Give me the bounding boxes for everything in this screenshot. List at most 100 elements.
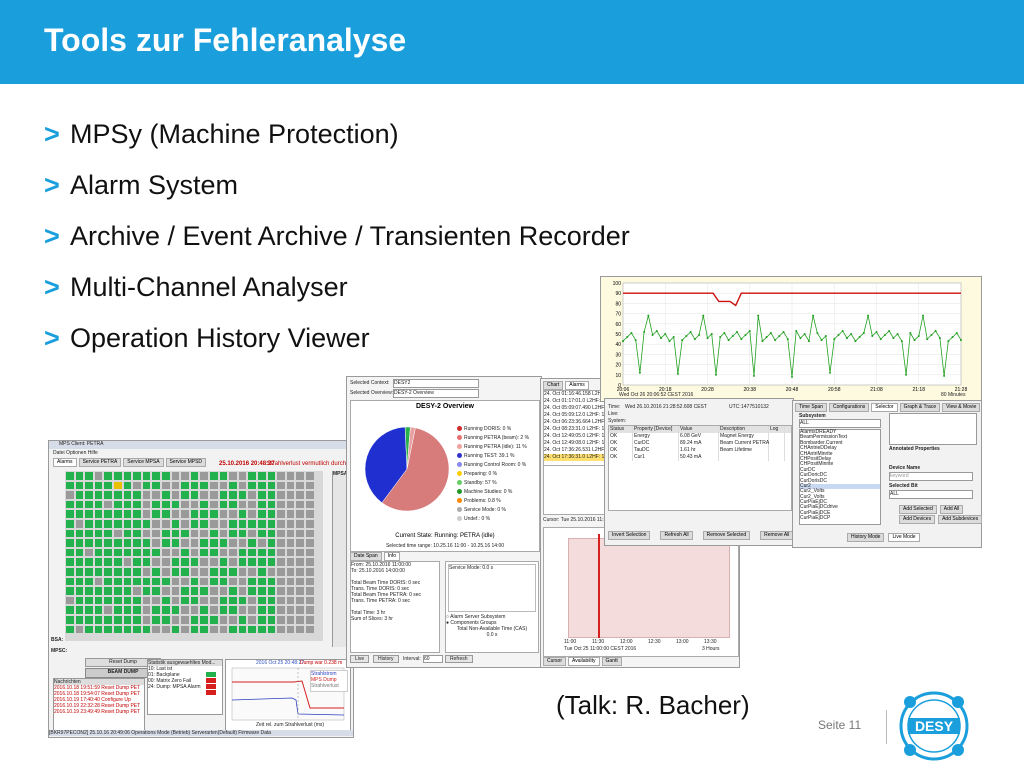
mps-cell[interactable] bbox=[248, 577, 256, 586]
mps-cell[interactable] bbox=[133, 568, 141, 576]
mps-cell[interactable] bbox=[248, 510, 256, 518]
mps-cell[interactable] bbox=[66, 491, 74, 499]
mps-cell[interactable] bbox=[277, 500, 285, 509]
mps-cell[interactable] bbox=[162, 539, 170, 547]
mps-cell[interactable] bbox=[66, 481, 74, 490]
mps-cell[interactable] bbox=[94, 568, 103, 576]
mps-cell[interactable] bbox=[190, 568, 199, 576]
mps-cell[interactable] bbox=[296, 596, 304, 605]
property-list-item[interactable]: CurDoricDC bbox=[800, 472, 827, 479]
mps-cell[interactable] bbox=[248, 606, 256, 614]
mps-cell[interactable] bbox=[75, 587, 84, 595]
mps-cell[interactable] bbox=[258, 472, 266, 480]
mps-cell[interactable] bbox=[75, 500, 84, 509]
mps-cell[interactable] bbox=[152, 500, 160, 509]
mps-cell[interactable] bbox=[85, 596, 93, 605]
mps-cell[interactable] bbox=[306, 616, 314, 624]
mps-cell[interactable] bbox=[229, 548, 237, 557]
mps-cell[interactable] bbox=[200, 577, 208, 586]
mps-cell[interactable] bbox=[114, 625, 122, 634]
mps-cell[interactable] bbox=[286, 539, 295, 547]
mps-cell[interactable] bbox=[133, 472, 141, 480]
mps-cell[interactable] bbox=[219, 558, 228, 566]
mps-cell[interactable] bbox=[171, 481, 180, 490]
mps-cell[interactable] bbox=[75, 529, 84, 538]
mps-cell[interactable] bbox=[162, 587, 170, 595]
mps-cell[interactable] bbox=[210, 625, 218, 634]
mps-cell[interactable] bbox=[162, 596, 170, 605]
mps-cell[interactable] bbox=[229, 577, 237, 586]
mps-cell[interactable] bbox=[210, 520, 218, 528]
mps-cell[interactable] bbox=[133, 606, 141, 614]
mps-cell[interactable] bbox=[104, 568, 112, 576]
mps-cell[interactable] bbox=[258, 606, 266, 614]
mps-cell[interactable] bbox=[238, 548, 247, 557]
mps-cell[interactable] bbox=[296, 558, 304, 566]
mps-cell[interactable] bbox=[133, 491, 141, 499]
mps-cell[interactable] bbox=[210, 510, 218, 518]
mps-cell[interactable] bbox=[181, 481, 189, 490]
mps-cell[interactable] bbox=[219, 548, 228, 557]
mps-cell[interactable] bbox=[123, 568, 132, 576]
mps-cell[interactable] bbox=[267, 548, 276, 557]
mps-cell[interactable] bbox=[219, 520, 228, 528]
mps-cell[interactable] bbox=[238, 558, 247, 566]
mps-cell[interactable] bbox=[171, 625, 180, 634]
mps-cell[interactable] bbox=[238, 472, 247, 480]
mps-cell[interactable] bbox=[306, 587, 314, 595]
mps-cell[interactable] bbox=[162, 616, 170, 624]
property-list-item[interactable]: CurPiaEjDCE bbox=[800, 509, 831, 516]
mps-cell[interactable] bbox=[190, 539, 199, 547]
mps-cell[interactable] bbox=[152, 548, 160, 557]
mps-cell[interactable] bbox=[258, 539, 266, 547]
mps-cell[interactable] bbox=[306, 568, 314, 576]
history-mode-button[interactable]: History Mode bbox=[847, 533, 885, 542]
mps-cell[interactable] bbox=[142, 520, 151, 528]
mps-cell[interactable] bbox=[75, 625, 84, 634]
mps-cell[interactable] bbox=[277, 520, 285, 528]
mps-cell[interactable] bbox=[181, 577, 189, 586]
mps-cell[interactable] bbox=[286, 510, 295, 518]
mps-cell[interactable] bbox=[133, 616, 141, 624]
alarm-row[interactable]: 24. Oct 01:16:46.158 L2HF: bbox=[544, 391, 606, 397]
device-input[interactable]: keyword bbox=[889, 472, 973, 481]
mps-cell[interactable] bbox=[94, 577, 103, 586]
mps-cell[interactable] bbox=[306, 500, 314, 509]
add-subdevices-button[interactable]: Add Subdevices bbox=[938, 515, 983, 524]
mps-cell[interactable] bbox=[219, 616, 228, 624]
mps-cell[interactable] bbox=[267, 577, 276, 586]
mps-cell[interactable] bbox=[123, 472, 132, 480]
mps-cell[interactable] bbox=[94, 625, 103, 634]
mps-cell[interactable] bbox=[133, 539, 141, 547]
tab-service-mpsd[interactable]: Service MPSD bbox=[165, 458, 207, 467]
alarm-row[interactable]: 24. Oct 05:09:07.490 L2HF: bbox=[544, 405, 606, 411]
remove-selected-button[interactable]: Remove Selected bbox=[702, 531, 751, 540]
mps-cell[interactable] bbox=[114, 568, 122, 576]
tab-info[interactable]: Info bbox=[383, 552, 400, 561]
mps-cell[interactable] bbox=[248, 625, 256, 634]
mps-cell[interactable] bbox=[85, 539, 93, 547]
mps-cell[interactable] bbox=[94, 587, 103, 595]
mps-cell[interactable] bbox=[190, 472, 199, 480]
mps-cell[interactable] bbox=[75, 472, 84, 480]
mps-cell[interactable] bbox=[181, 500, 189, 509]
mps-cell[interactable] bbox=[286, 500, 295, 509]
mps-cell[interactable] bbox=[296, 539, 304, 547]
mps-cell[interactable] bbox=[286, 606, 295, 614]
mps-cell[interactable] bbox=[133, 548, 141, 557]
mps-cell[interactable] bbox=[104, 491, 112, 499]
mps-cell[interactable] bbox=[142, 568, 151, 576]
mps-cell[interactable] bbox=[286, 520, 295, 528]
mps-cell[interactable] bbox=[85, 625, 93, 634]
mps-cell[interactable] bbox=[114, 520, 122, 528]
mps-cell[interactable] bbox=[123, 616, 132, 624]
mps-cell[interactable] bbox=[133, 529, 141, 538]
mps-cell[interactable] bbox=[181, 548, 189, 557]
live-button[interactable]: Live bbox=[350, 655, 370, 663]
mps-cell[interactable] bbox=[104, 539, 112, 547]
alarm-row[interactable]: 24. Oct 01:17:01.0 L2HF: 15 bbox=[544, 398, 608, 404]
mps-cell[interactable] bbox=[219, 606, 228, 614]
mps-cell[interactable] bbox=[162, 472, 170, 480]
mps-cell[interactable] bbox=[171, 548, 180, 557]
